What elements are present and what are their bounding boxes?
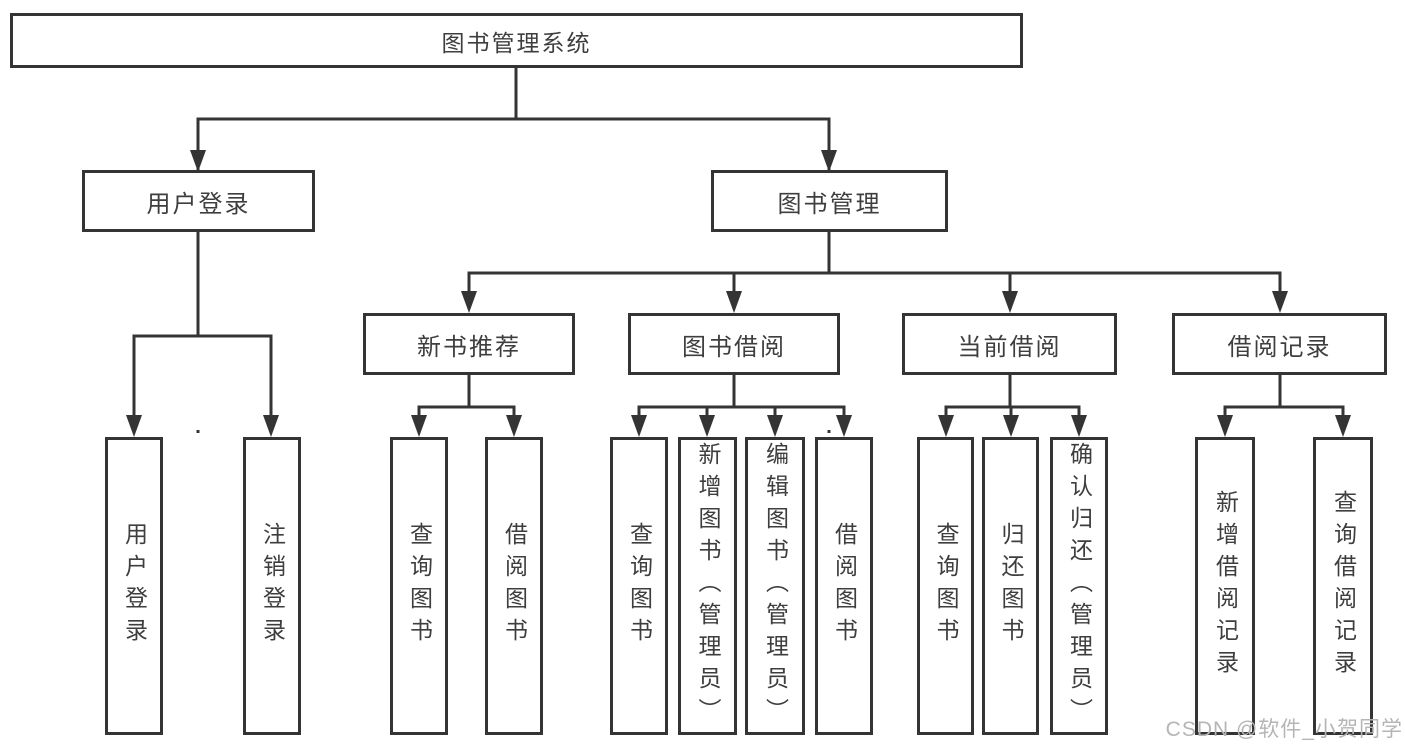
node-borrowing-records: 借阅记录	[1172, 313, 1387, 375]
leaf-logout: 注销登录	[243, 437, 301, 735]
leaf-label: 注销登录	[259, 522, 286, 650]
leaf-edit-book-admin: 编辑图书（管理员）	[745, 437, 805, 735]
arrowheads	[126, 150, 1351, 437]
leaf-label: 查询借阅记录	[1330, 490, 1357, 682]
node-user-login: 用户登录	[82, 170, 315, 232]
connector-borrowrecords-to-leaves	[1223, 375, 1345, 433]
leaf-label: 归还图书	[998, 522, 1024, 650]
leaf-add-book-admin: 新增图书（管理员）	[678, 437, 737, 735]
leaf-label: 查询图书	[626, 522, 653, 650]
leaf-user-login: 用户登录	[105, 437, 163, 735]
connector-userlogin-to-leaves	[132, 232, 273, 433]
leaf-query-books: 查询图书	[917, 437, 974, 735]
node-book-management: 图书管理	[711, 170, 948, 232]
connector-root-to-level2	[196, 68, 831, 433]
node-current-borrowing: 当前借阅	[902, 313, 1117, 375]
node-new-book-recommend: 新书推荐	[363, 313, 575, 375]
connector-bookmgmt-to-level3	[467, 232, 1282, 309]
leaf-add-borrow-record: 新增借阅记录	[1195, 437, 1255, 735]
leaf-label: 新增借阅记录	[1212, 490, 1239, 682]
leaf-query-books: 查询图书	[390, 437, 448, 735]
leaf-label: 新增图书（管理员）	[695, 442, 721, 730]
leaf-return-books: 归还图书	[982, 437, 1039, 735]
leaf-label: 确认归还（管理员）	[1066, 442, 1093, 730]
csdn-watermark: CSDN @软件_小贺同学	[1165, 718, 1403, 741]
leaf-label: 查询图书	[933, 522, 959, 650]
node-book-borrowing: 图书借阅	[628, 313, 840, 375]
leaf-label: 编辑图书（管理员）	[762, 442, 789, 730]
leaf-label: 借阅图书	[501, 522, 528, 650]
leaf-label: 用户登录	[121, 522, 148, 650]
leaf-borrow-books: 借阅图书	[485, 437, 543, 735]
leaf-label: 借阅图书	[831, 522, 858, 650]
connector-bookborrow-to-leaves	[637, 375, 846, 433]
node-library-management-system: 图书管理系统	[10, 13, 1023, 68]
leaf-query-books: 查询图书	[610, 437, 668, 735]
leaf-borrow-books: 借阅图书	[815, 437, 873, 735]
leaf-confirm-return-admin: 确认归还（管理员）	[1050, 437, 1108, 735]
leaf-label: 查询图书	[406, 522, 433, 650]
connector-newbookrec-to-leaves	[417, 375, 516, 433]
leaf-query-borrow-record: 查询借阅记录	[1313, 437, 1373, 735]
